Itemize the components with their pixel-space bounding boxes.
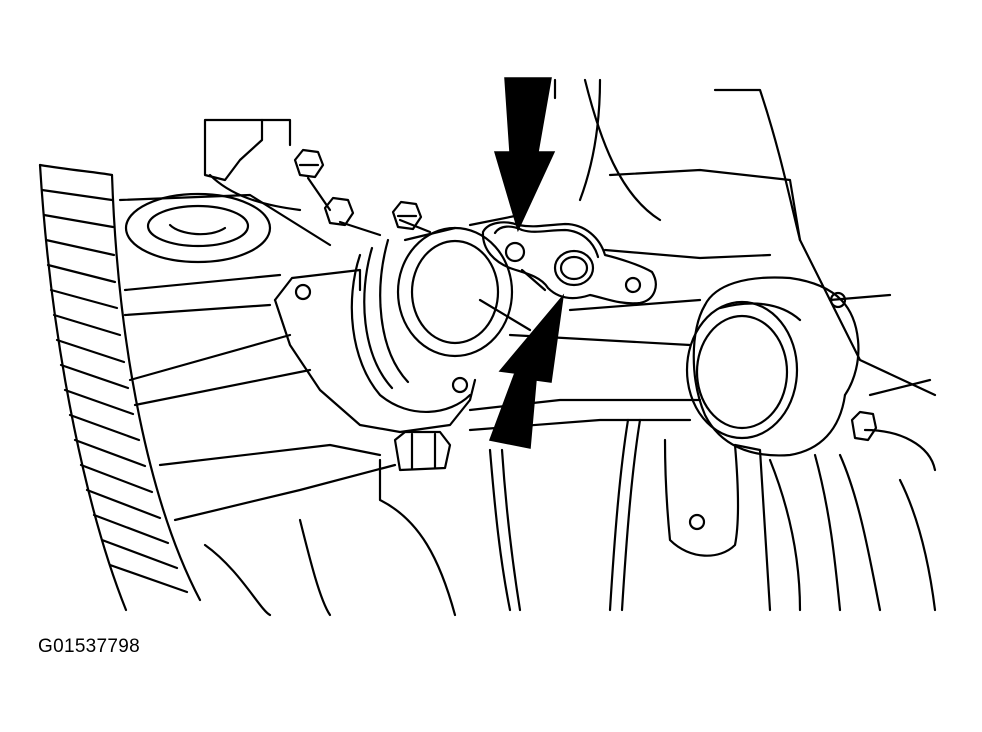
ribbed-housing: [38, 163, 202, 612]
left-flange: [273, 268, 477, 434]
gasket-plate: [481, 221, 657, 305]
engine-housing-diagram: [38, 77, 937, 617]
lower-bracket: [488, 418, 772, 612]
hex-bolt: [323, 196, 382, 237]
engine-block-outline: [118, 78, 937, 617]
up-arrow: [488, 293, 565, 449]
round-boss: [124, 192, 272, 264]
figure-id-label: G01537798: [38, 636, 141, 657]
upper-mounting-hole: [504, 241, 526, 263]
left-cylinder-housing: [350, 226, 514, 414]
hex-bolt: [391, 200, 423, 231]
hex-bolt: [293, 148, 332, 212]
down-arrow: [493, 77, 556, 233]
right-flange: [703, 276, 860, 397]
coolant-passage-port: [553, 249, 595, 287]
hex-bolt-right: [850, 410, 878, 442]
right-cylinder-housing: [685, 300, 847, 457]
hex-nut-lower: [393, 430, 452, 472]
